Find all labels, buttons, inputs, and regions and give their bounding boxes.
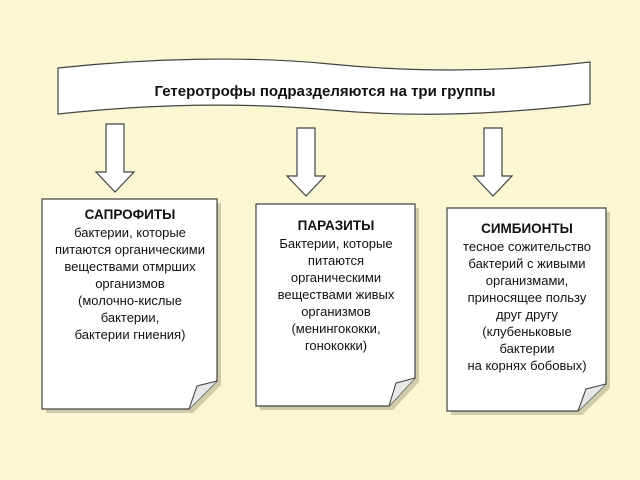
card-line: гонококки) [304, 338, 368, 353]
card-parasites: ПАРАЗИТЫ Бактерии, которые питаются орга… [258, 217, 414, 354]
card-line: (клубеньковые [482, 324, 572, 339]
card-line: бактерий с живыми [468, 256, 586, 271]
card-fold-icon [577, 383, 607, 412]
card-line: организмов [301, 304, 371, 319]
card-line: (менингококки, [291, 321, 381, 336]
banner-shape [57, 58, 591, 115]
arrow-down-icon [472, 127, 514, 197]
card-line: органическими [290, 270, 382, 285]
arrow-down-icon [285, 127, 327, 197]
card-line: друг другу [496, 307, 558, 322]
card-line: бактерии гниения) [74, 327, 186, 342]
card-line: бактерии [499, 341, 555, 356]
card-line: на корнях бобовых) [467, 358, 587, 373]
card-line: веществами отмрших [64, 259, 196, 274]
card-title: ПАРАЗИТЫ [297, 218, 375, 233]
card-line: организмами, [485, 273, 569, 288]
card-line: организмов [95, 276, 165, 291]
card-line: питаются органическими [54, 242, 205, 257]
card-line: приносящее пользу [467, 290, 587, 305]
card-line: бактерии, [100, 310, 160, 325]
card-line: Бактерии, которые [279, 236, 393, 251]
card-saprophytes: САПРОФИТЫ бактерии, которые питаются орг… [44, 206, 216, 343]
banner-title: Гетеротрофы подразделяются на три группы [154, 82, 496, 100]
card-title: САПРОФИТЫ [84, 207, 176, 222]
card-line: тесное сожительство [463, 239, 591, 254]
card-title: СИМБИОНТЫ [481, 221, 573, 236]
card-line: питаются [307, 253, 365, 268]
card-symbionts: СИМБИОНТЫ тесное сожительство бактерий с… [449, 220, 605, 374]
card-fold-icon [188, 380, 218, 410]
card-line: веществами живых [277, 287, 395, 302]
card-line: бактерии, которые [74, 225, 186, 240]
arrow-down-icon [94, 123, 136, 193]
card-line: (молочно-кислые [77, 293, 182, 308]
card-fold-icon [388, 377, 416, 407]
